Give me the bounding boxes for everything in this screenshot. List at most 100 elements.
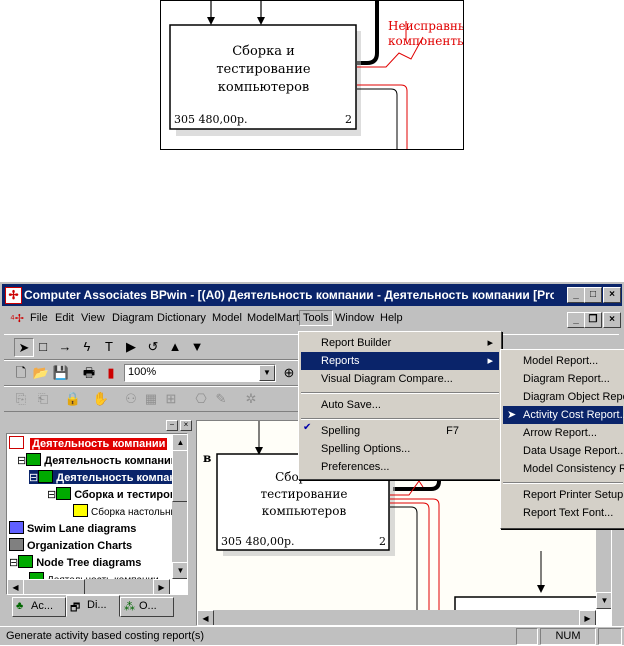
open-icon[interactable]: 📂 <box>32 365 50 380</box>
text-tool-icon[interactable]: T <box>105 339 113 354</box>
menu-item-model-consistency-report[interactable]: Model Consistency Report... <box>503 460 624 478</box>
bpwin-window: ✢ Computer Associates BPwin - [(A0) Деят… <box>0 282 624 645</box>
canvas-scroll-right-icon[interactable]: ▶ <box>579 610 596 625</box>
doc-close-icon[interactable]: × <box>603 312 621 328</box>
menu-item-spelling-options[interactable]: Spelling Options... <box>301 440 499 458</box>
doc-minimize-icon[interactable]: _ <box>567 312 585 328</box>
tree-item-selected[interactable]: ⊟Деятельность компании <box>29 470 187 484</box>
canvas-scroll-left-icon[interactable]: ◀ <box>197 610 214 625</box>
tab-activities[interactable]: ♣ Ac... <box>12 597 66 617</box>
minimize-icon[interactable]: _ <box>567 287 585 303</box>
zoom-icon[interactable]: ⊕ <box>283 365 295 380</box>
menu-item-report-builder[interactable]: Report Builder ▸ <box>301 334 499 352</box>
menu-item-diagram-object-report[interactable]: Diagram Object Report... <box>503 388 624 406</box>
tree-item[interactable]: ⊟Node Tree diagrams <box>9 555 142 569</box>
menu-item-arrow-report[interactable]: Arrow Report... <box>503 424 623 442</box>
menu-edit[interactable]: Edit <box>55 312 74 324</box>
mm-hand-icon: ✋ <box>92 391 110 406</box>
explorer-close-icon[interactable]: × <box>180 420 192 431</box>
tab-label: O... <box>139 600 157 612</box>
tree-item[interactable]: ⊟Сборка и тестирование <box>47 487 187 501</box>
canvas-box-number: 2 <box>379 535 386 548</box>
menu-item-label: Auto Save... <box>321 399 381 411</box>
tree-item-label: Organization Charts <box>27 540 133 552</box>
tree-hscroll[interactable]: ◀ ▶ <box>7 579 170 594</box>
status-pane-2 <box>598 628 622 645</box>
menu-file[interactable]: File <box>30 312 48 324</box>
doc-restore-icon[interactable]: ❐ <box>584 312 602 328</box>
canvas-left-letter: в <box>203 451 212 465</box>
tree-item[interactable]: ⊟Деятельность компании <box>17 453 178 467</box>
box-tool-icon[interactable]: □ <box>39 339 47 354</box>
scroll-up-icon[interactable]: ▲ <box>172 434 187 451</box>
tab-diagrams[interactable]: 🗗 Di... <box>66 595 120 617</box>
tree-vscroll[interactable]: ▲ ▼ <box>172 434 187 579</box>
tree-item[interactable]: Сборка настольных <box>73 504 183 518</box>
menu-modelmart[interactable]: ModelMart <box>247 312 299 324</box>
menu-separator <box>301 418 499 420</box>
arrow-tool-icon[interactable]: → <box>58 339 72 354</box>
doc-icon: ⁴✢ <box>10 313 24 325</box>
chevron-down-icon[interactable]: ▼ <box>259 365 275 381</box>
undo-icon[interactable]: ↺ <box>147 339 159 354</box>
menu-item-label: Diagram Object Report... <box>523 391 624 403</box>
explorer-pin-icon[interactable]: ⎯ <box>166 420 178 431</box>
squiggle-tool-icon[interactable]: ϟ <box>83 339 91 354</box>
scroll-left-icon[interactable]: ◀ <box>7 579 24 594</box>
close-icon[interactable]: × <box>603 287 621 303</box>
diagrams-tab-icon: 🗗 <box>70 602 81 614</box>
reports-submenu: Model Report... Diagram Report... Diagra… <box>500 349 624 529</box>
title-bar[interactable]: ✢ Computer Associates BPwin - [(A0) Деят… <box>2 284 622 306</box>
idef0-figure: Сборка и тестирование компьютеров 305 48… <box>160 0 464 150</box>
scroll-right-icon[interactable]: ▶ <box>153 579 170 594</box>
menu-item-label: Visual Diagram Compare... <box>321 373 453 385</box>
scroll-thumb[interactable] <box>172 450 187 502</box>
menu-item-diagram-report[interactable]: Diagram Report... <box>503 370 623 388</box>
menu-diagram[interactable]: Diagram <box>112 312 154 324</box>
play-icon[interactable]: ▶ <box>126 339 136 354</box>
zoom-value: 100% <box>128 366 157 378</box>
tree-item[interactable]: Organization Charts <box>9 538 132 552</box>
canvas-scroll-down-icon[interactable]: ▼ <box>596 592 611 609</box>
menu-item-visual-diagram-compare[interactable]: Visual Diagram Compare... <box>301 370 499 388</box>
menu-item-activity-cost-report[interactable]: ➤ Activity Cost Report... <box>503 406 624 424</box>
menu-dictionary[interactable]: Dictionary <box>157 312 206 324</box>
menu-help[interactable]: Help <box>380 312 403 324</box>
tools-menu: Report Builder ▸ Reports ▸ Visual Diagra… <box>298 331 502 480</box>
down-icon[interactable]: ▼ <box>190 339 204 354</box>
scroll-down-icon[interactable]: ▼ <box>172 562 187 579</box>
tree-root[interactable]: Деятельность компании <box>9 436 168 450</box>
model-explorer: ⎯ × Деятельность компании ⊟Деятельность … <box>4 420 192 620</box>
pointer-icon[interactable]: ➤ <box>14 338 34 357</box>
color-icon[interactable]: ▮ <box>107 365 115 380</box>
new-icon[interactable]: 🗋 <box>15 365 27 380</box>
hscroll-thumb[interactable] <box>23 579 85 594</box>
menu-item-report-text-font[interactable]: Report Text Font... <box>503 504 623 522</box>
menu-item-preferences[interactable]: Preferences... <box>301 458 499 476</box>
zoom-select[interactable]: 100% ▼ <box>124 364 276 382</box>
maximize-icon[interactable]: □ <box>584 287 602 303</box>
menu-item-spelling[interactable]: ✔ Spelling F7 <box>301 422 499 440</box>
menu-item-label: Activity Cost Report... <box>523 409 624 421</box>
menu-item-report-printer-setup[interactable]: Report Printer Setup... <box>503 486 624 504</box>
tab-objects[interactable]: ⁂ O... <box>120 597 174 617</box>
tree-item-label: Swim Lane diagrams <box>27 523 137 535</box>
menu-item-label: Model Consistency Report... <box>523 463 624 475</box>
canvas-hscroll[interactable]: ◀ ▶ <box>197 610 596 625</box>
tree-item[interactable]: Swim Lane diagrams <box>9 521 136 535</box>
mm-diagram-icon: ⎔ <box>195 391 207 406</box>
menu-item-label: Report Builder <box>321 337 392 349</box>
menu-model[interactable]: Model <box>212 312 242 324</box>
menu-item-reports[interactable]: Reports ▸ <box>301 352 499 370</box>
save-icon[interactable]: 💾 <box>52 365 70 380</box>
menu-item-data-usage-report[interactable]: Data Usage Report... <box>503 442 624 460</box>
menu-tools[interactable]: Tools <box>299 310 333 326</box>
mm-connect-icon: ⎘ <box>15 391 27 406</box>
menu-view[interactable]: View <box>81 312 105 324</box>
menu-item-auto-save[interactable]: Auto Save... <box>301 396 499 414</box>
print-icon[interactable]: 🖶 <box>82 365 96 380</box>
menu-window[interactable]: Window <box>335 312 375 324</box>
menu-item-model-report[interactable]: Model Report... <box>503 352 623 370</box>
tree-view: Деятельность компании ⊟Деятельность комп… <box>6 433 188 595</box>
up-icon[interactable]: ▲ <box>168 339 182 354</box>
